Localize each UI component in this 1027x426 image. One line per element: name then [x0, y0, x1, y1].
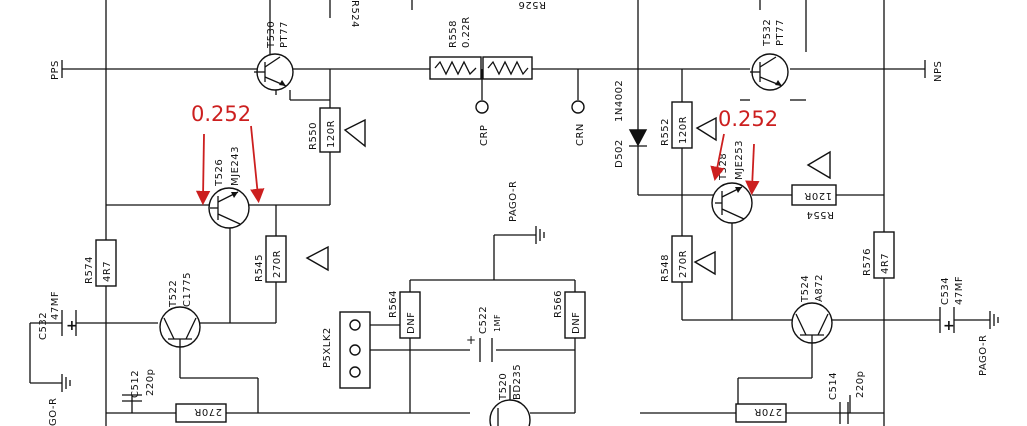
- r574-resistor: [95, 239, 117, 287]
- label-t522-value: C1775: [182, 272, 193, 307]
- label-r550-value: 120R: [326, 120, 337, 148]
- label-r545-value: 270R: [272, 250, 283, 278]
- label-c532: C532: [38, 312, 49, 340]
- annotations: 0.252 0.252: [191, 102, 778, 206]
- label-r564: R564: [388, 290, 399, 318]
- svg-text:+: +: [66, 318, 78, 334]
- label-r554: R554: [806, 209, 834, 220]
- ground-symbol: [989, 311, 999, 329]
- label-r-bottom-left-value: 270R: [194, 406, 222, 417]
- label-r552: R552: [660, 118, 671, 146]
- label-t524: T524: [800, 275, 811, 303]
- label-r554-value: 120R: [804, 190, 832, 201]
- label-pago-r-top: PAGO-R: [508, 180, 519, 222]
- ground-symbol: [61, 374, 71, 392]
- label-t532: T532: [762, 19, 773, 47]
- t526-transistor: [208, 187, 250, 229]
- label-c512: C512: [130, 370, 141, 398]
- label-r558: R558: [448, 20, 459, 48]
- label-c512-value: 220p: [145, 369, 156, 396]
- label-t526-value: MJE243: [230, 146, 241, 186]
- label-r524: R524: [349, 0, 360, 28]
- label-r564-value: DNF: [406, 312, 417, 334]
- annotation-right-arrow-1: [710, 133, 725, 182]
- components: + + +: [61, 53, 999, 426]
- r-bottom-left-resistor: [175, 403, 227, 423]
- crp-testpoint: [475, 100, 489, 114]
- label-r526: R526: [518, 0, 546, 10]
- svg-text:+: +: [466, 333, 476, 347]
- label-t530: T530: [266, 21, 277, 49]
- annotation-left-arrow-2: [250, 125, 265, 204]
- label-t528-value: MJE253: [734, 140, 745, 180]
- label-c522-value: 1MF: [493, 314, 502, 332]
- svg-text:+: +: [943, 318, 955, 334]
- label-r548-value: 270R: [678, 250, 689, 278]
- ground-symbol: [535, 226, 545, 244]
- triangle-marker: [343, 118, 366, 148]
- label-r-bottom-right-value: 270R: [754, 406, 782, 417]
- triangle-marker: [693, 250, 716, 276]
- label-crp: CRP: [479, 125, 490, 146]
- r550-resistor: [319, 107, 341, 153]
- label-r552-value: 120R: [678, 116, 689, 144]
- label-c522: C522: [478, 306, 489, 334]
- label-c514: C514: [828, 372, 839, 400]
- label-c514-value: 220p: [855, 371, 866, 398]
- label-r550: R550: [308, 122, 319, 150]
- label-r566-value: DNF: [571, 312, 582, 334]
- wires: [29, 0, 990, 426]
- label-t524-value: A872: [814, 274, 825, 302]
- crn-testpoint: [571, 100, 585, 114]
- d502-diode: [628, 129, 648, 147]
- t520-transistor: [489, 399, 531, 426]
- label-t520-value: BD235: [512, 364, 523, 400]
- label-t532-value: PT77: [775, 19, 786, 46]
- label-p5xlk2: P5XLK2: [322, 327, 333, 368]
- triangle-marker: [305, 245, 329, 272]
- label-r566: R566: [553, 290, 564, 318]
- label-nps: NPS: [933, 61, 944, 82]
- r545-resistor: [265, 235, 287, 283]
- label-t522: T522: [168, 280, 179, 308]
- label-crn: CRN: [575, 123, 586, 146]
- annotation-left-arrow-1: [195, 133, 211, 206]
- label-t526: T526: [214, 159, 225, 187]
- label-r576-value: 4R7: [880, 253, 891, 274]
- label-pago-r-left: GO-R: [48, 398, 59, 426]
- r552-resistor: [671, 101, 693, 149]
- label-r558-value: 0.22R: [461, 16, 472, 48]
- label-t530-value: PT77: [279, 21, 290, 48]
- r576-resistor: [873, 231, 895, 279]
- label-d502: D502: [614, 139, 625, 168]
- r566-resistor: [564, 291, 586, 339]
- labels: PPS NPS R524 R526 R558 0.22R CRP CRN T53…: [38, 0, 989, 426]
- label-r548: R548: [660, 254, 671, 282]
- triangle-marker: [695, 116, 717, 142]
- label-r576: R576: [862, 248, 873, 276]
- label-r545: R545: [254, 254, 265, 282]
- r-bottom-right-resistor: [735, 403, 787, 423]
- r564-resistor: [399, 291, 421, 339]
- r554-resistor: [791, 184, 837, 206]
- label-c532-value: 47MF: [50, 291, 61, 320]
- label-r574: R574: [84, 256, 95, 284]
- label-pps: PPS: [50, 60, 61, 80]
- label-c534: C534: [940, 277, 951, 305]
- annotation-right-value: 0.252: [718, 107, 778, 131]
- r548-resistor: [671, 235, 693, 283]
- annotation-right-arrow-2: [745, 143, 760, 196]
- label-t520: T520: [498, 373, 509, 401]
- triangle-marker: [806, 150, 831, 180]
- label-c534-value: 47MF: [954, 276, 965, 305]
- label-pago-r-right: PAGO-R: [978, 334, 989, 376]
- label-d502-value: 1N4002: [614, 80, 625, 122]
- label-r574-value: 4R7: [102, 261, 113, 282]
- annotation-left-value: 0.252: [191, 102, 251, 126]
